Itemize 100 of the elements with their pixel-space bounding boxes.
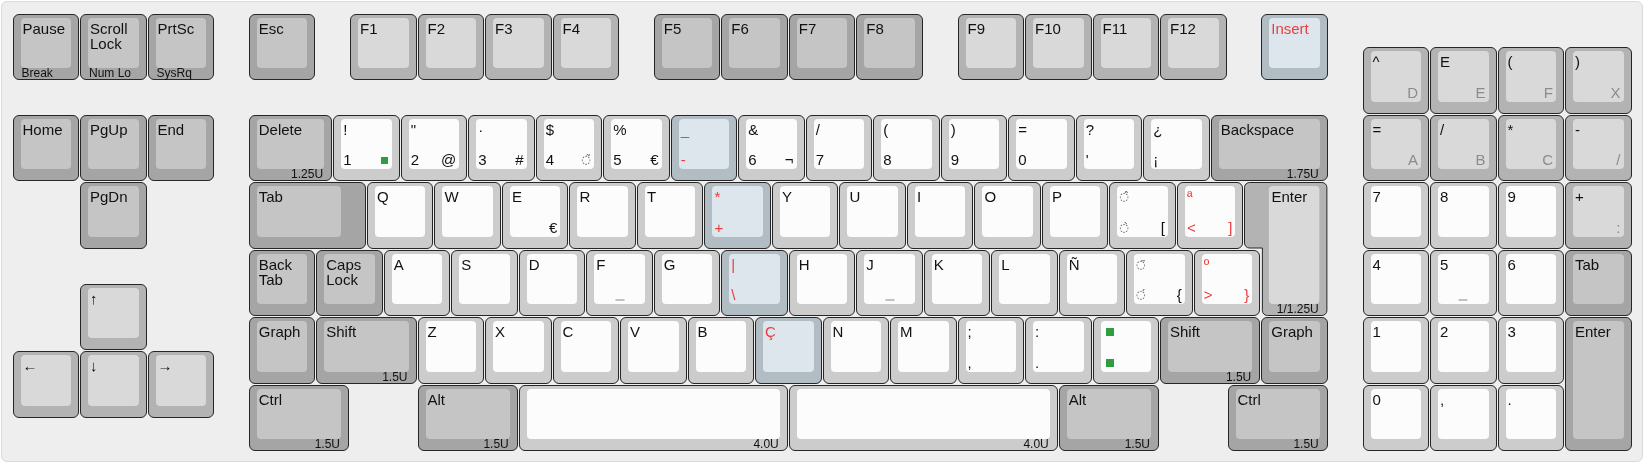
key <box>1430 317 1497 384</box>
key <box>1193 249 1261 317</box>
key-size-label: 1/1.25U <box>1276 303 1319 316</box>
key <box>417 384 518 452</box>
key-legend: J <box>866 256 874 272</box>
key <box>721 249 788 317</box>
key-legend: { <box>1176 287 1182 303</box>
key-legend: F6 <box>731 20 749 36</box>
key-legend: . <box>1035 354 1040 370</box>
key-size-label: 1.5U <box>1124 438 1150 451</box>
key-legend: 8 <box>883 152 892 168</box>
key-size-label: 1.5U <box>483 438 509 451</box>
key <box>1092 317 1159 384</box>
key-legend: 6 <box>748 152 757 168</box>
key-legend: Shift <box>326 324 357 340</box>
key <box>569 182 636 249</box>
key-legend: 0 <box>1018 152 1027 168</box>
key-legend: Z <box>427 324 437 340</box>
key <box>1176 182 1244 249</box>
key <box>147 114 214 182</box>
key-legend: ( <box>1507 54 1513 70</box>
key-size-label: 1.25U <box>291 168 324 181</box>
key-legend: A <box>393 256 404 272</box>
key-legend: D <box>1407 84 1418 100</box>
key-legend: Scroll Lock <box>90 20 139 51</box>
key <box>1565 249 1632 317</box>
key <box>248 317 316 384</box>
key-legend: º <box>1203 256 1210 272</box>
key-legend: Alt <box>1068 391 1087 407</box>
key <box>1565 182 1632 249</box>
key-legend: ^ <box>1372 54 1380 70</box>
key-legend: ( <box>883 121 889 137</box>
key <box>1497 47 1564 114</box>
key-legend: 3 <box>1507 324 1516 340</box>
key <box>653 249 721 317</box>
key-legend: U <box>849 189 861 205</box>
key-legend: ) <box>950 121 956 137</box>
key <box>1160 13 1227 80</box>
key-legend: 7 <box>1372 189 1381 205</box>
key <box>788 384 1058 452</box>
key <box>1497 182 1564 249</box>
key-legend: F5 <box>663 20 682 36</box>
key-legend: _ <box>680 121 689 137</box>
key <box>316 317 417 384</box>
key <box>1025 317 1092 384</box>
key-legend: ¡ <box>1153 152 1159 168</box>
key <box>1430 249 1497 317</box>
key <box>350 13 417 80</box>
key <box>755 317 822 384</box>
key-legend: Back Tab <box>258 256 308 287</box>
key-legend: PgDn <box>90 189 128 205</box>
key <box>1025 13 1092 80</box>
key-size-label: 1.5U <box>1225 370 1252 383</box>
key-legend: < <box>1186 219 1196 235</box>
key <box>788 13 856 80</box>
key <box>856 249 923 317</box>
key-legend: D <box>528 256 540 272</box>
key-legend: Ctrl <box>1237 391 1261 407</box>
key-legend: 9 <box>950 152 959 168</box>
key <box>1497 384 1564 452</box>
key-legend: Backspace <box>1220 121 1294 137</box>
key-legend: / <box>1616 152 1621 168</box>
key-legend: C <box>562 324 574 340</box>
key-legend: F2 <box>427 20 445 36</box>
key-legend: N <box>832 324 844 340</box>
key-legend: T <box>646 189 657 205</box>
key-legend: Tab <box>1575 256 1600 272</box>
key-legend: F11 <box>1102 20 1128 36</box>
key <box>1362 114 1429 182</box>
key-legend: ª <box>1186 189 1193 205</box>
key <box>839 182 906 249</box>
key-legend: Delete <box>258 121 303 137</box>
key-legend: 4 <box>545 152 554 168</box>
key-legend: L <box>1001 256 1010 272</box>
key <box>12 13 79 80</box>
key-legend: Insert <box>1271 20 1309 36</box>
key <box>518 249 586 317</box>
key <box>687 317 754 384</box>
key <box>771 182 839 249</box>
key-legend: - <box>1575 121 1580 137</box>
key-legend: % <box>613 121 627 137</box>
key <box>1075 114 1143 182</box>
key-legend: Y <box>781 189 792 205</box>
key <box>586 249 653 317</box>
key <box>366 182 434 249</box>
key-legend: Enter <box>1271 189 1308 205</box>
key-legend: 5 <box>1440 256 1449 272</box>
key <box>957 13 1024 80</box>
key-legend: PgUp <box>90 121 128 137</box>
key <box>1497 114 1564 182</box>
key-legend: F <box>1543 84 1553 100</box>
key-legend: Graph <box>258 324 301 340</box>
key <box>1143 114 1210 182</box>
key-legend: Break <box>21 67 53 79</box>
key-size-label: 1.5U <box>382 370 408 383</box>
key <box>1109 182 1176 249</box>
key <box>1565 47 1632 114</box>
key <box>653 13 721 80</box>
key <box>1430 47 1497 114</box>
key-legend: I <box>916 189 922 205</box>
